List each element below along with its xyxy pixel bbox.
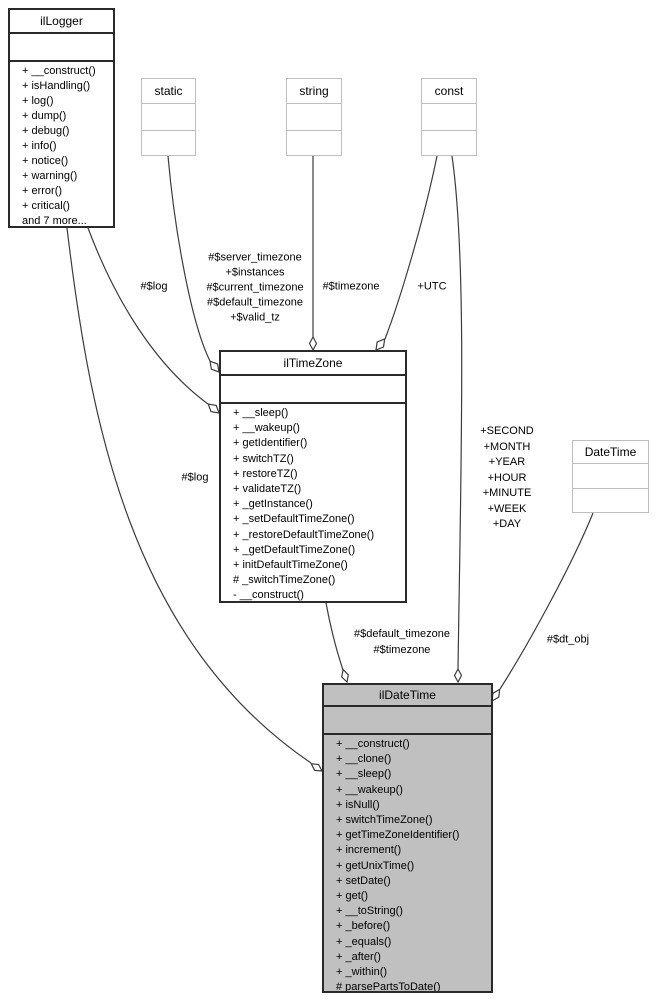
class-title: ilTimeZone — [283, 356, 343, 370]
method-row: + getTimeZoneIdentifier() — [336, 829, 460, 842]
method-row: + debug() — [22, 125, 70, 137]
aggregation-diamond-iltimezone-ildatetime — [341, 668, 349, 684]
class-attributes-empty — [287, 103, 341, 130]
method-row: + switchTimeZone() — [336, 814, 433, 827]
class-node-static: static — [141, 78, 196, 156]
edge-datetime-ildatetime — [499, 512, 594, 690]
class-title: ilDateTime — [379, 688, 436, 702]
method-row: + __construct() — [22, 65, 96, 77]
method-row: + __sleep() — [336, 768, 392, 781]
aggregation-diamond-const-ildatetime — [453, 667, 463, 684]
class-node-ildatetime[interactable]: ilDateTime + __construct()+ __clone()+ _… — [322, 683, 493, 993]
method-row: + setDate() — [336, 874, 391, 887]
method-row: + isNull() — [336, 798, 380, 811]
class-attributes-empty — [573, 463, 648, 488]
edge-iltimezone-ildatetime — [325, 602, 344, 671]
class-title: string — [299, 84, 329, 98]
method-row: + warning() — [22, 170, 78, 182]
class-methods-empty — [573, 488, 648, 512]
method-row: + switchTZ() — [233, 452, 294, 465]
method-row: + get() — [336, 890, 369, 903]
edge-static-iltimezone — [167, 155, 211, 362]
method-row: + error() — [22, 185, 63, 197]
aggregation-diamond-illogger-ildatetime — [310, 762, 324, 772]
method-row: + dump() — [22, 110, 67, 122]
method-row: + log() — [22, 95, 54, 107]
method-row: + _getDefaultTimeZone() — [233, 543, 356, 556]
class-attributes-empty — [324, 705, 491, 733]
aggregation-diamond-string-iltimezone — [308, 335, 318, 352]
method-row: + notice() — [22, 155, 69, 167]
class-attributes-empty — [422, 103, 476, 130]
aggregation-diamond-const-iltimezone — [375, 338, 386, 351]
method-row: + increment() — [336, 844, 402, 857]
class-method-list: + __sleep() + __wakeup() + getIdentifier()… — [221, 402, 405, 601]
class-node-iltimezone[interactable]: ilTimeZone + __sleep() + __wakeup() + getI… — [219, 350, 407, 603]
method-row: + __construct() — [336, 738, 410, 750]
aggregation-diamond-datetime-ildatetime — [491, 688, 501, 703]
method-row: # _switchTimeZone() — [233, 574, 336, 587]
method-row: + __sleep() — [233, 407, 289, 419]
edge-const-iltimezone — [384, 155, 438, 340]
class-attributes-empty — [221, 374, 405, 402]
method-row: + __wakeup() — [233, 422, 300, 435]
method-row: + initDefaultTimeZone() — [233, 559, 348, 572]
class-node-datetime: DateTime — [572, 440, 649, 513]
method-row: + __wakeup() — [336, 783, 403, 796]
edge-label-const-timezone: +UTC — [417, 280, 447, 293]
method-row: + validateTZ() — [233, 483, 302, 496]
method-row: + getIdentifier() — [233, 437, 308, 450]
method-row: + __toString() — [336, 905, 403, 918]
edge-label-const-datetime: +SECOND +MONTH +YEAR +HOUR +MINUTE +WEEK… — [480, 424, 534, 530]
edge-const-ildatetime — [451, 155, 463, 670]
edge-label-dtobj: #$dt_obj — [546, 633, 590, 646]
class-methods-empty — [287, 130, 341, 155]
edge-illogger-ildatetime — [66, 227, 312, 764]
class-title: static — [154, 84, 183, 98]
class-title: ilLogger — [40, 14, 83, 28]
method-row: + _within() — [336, 966, 388, 979]
method-row: + isHandling() — [22, 80, 91, 92]
class-methods-empty — [422, 130, 476, 155]
method-row: + _before() — [336, 920, 391, 933]
method-row: + _after() — [336, 950, 381, 963]
method-row: + critical() — [22, 200, 70, 212]
method-row: + restoreTZ() — [233, 467, 298, 480]
method-row: + _restoreDefaultTimeZone() — [233, 528, 375, 541]
aggregation-diamond-illogger-iltimezone — [207, 403, 220, 414]
class-method-list: + __construct() + isHandling() + log() + du… — [10, 60, 113, 226]
edge-illogger-iltimezone — [87, 227, 209, 405]
edge-label-logger-timezone: #$log — [140, 280, 168, 293]
edge-label-static-timezone: #$server_timezone +$instances #$current_… — [206, 251, 304, 324]
edge-label-timezone-datetime: #$default_timezone #$timezone — [353, 628, 451, 656]
class-node-const: const — [421, 78, 477, 156]
class-attributes-empty — [142, 103, 195, 130]
method-row: + _equals() — [336, 935, 392, 948]
method-row: + _setDefaultTimeZone() — [233, 513, 355, 526]
edge-label-logger-datetime: #$log — [181, 471, 209, 484]
class-attributes-empty — [10, 32, 113, 60]
method-row: + info() — [22, 140, 57, 152]
method-row: and 7 more... — [22, 215, 87, 226]
method-row: + _getInstance() — [233, 498, 313, 511]
class-title: const — [434, 84, 464, 98]
method-row: + getUnixTime() — [336, 859, 415, 872]
class-title: DateTime — [584, 445, 637, 459]
class-node-illogger[interactable]: ilLogger + __construct()+ isHandling()+ … — [8, 8, 115, 228]
method-row: + __clone() — [336, 753, 392, 766]
edge-label-string-timezone: #$timezone — [322, 280, 380, 293]
method-row: # parsePartsToDate() — [336, 981, 441, 991]
aggregation-diamond-static-iltimezone — [209, 360, 220, 373]
class-method-list: + __construct() + __clone() + __sleep() + _… — [324, 733, 491, 991]
class-node-string: string — [286, 78, 342, 156]
method-row: - __construct() — [233, 589, 304, 601]
class-methods-empty — [142, 130, 195, 155]
